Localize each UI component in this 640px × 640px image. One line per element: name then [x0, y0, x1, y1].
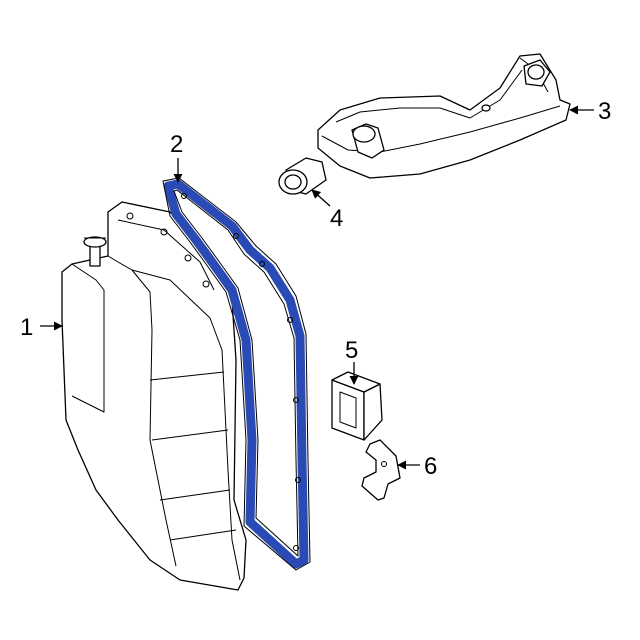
oil-pan[interactable]: [61, 201, 247, 591]
filter-seal[interactable]: [278, 157, 327, 195]
transmission-filter[interactable]: [317, 53, 571, 179]
bracket[interactable]: [331, 371, 383, 441]
callout-2: 2: [170, 131, 183, 158]
pan-gasket[interactable]: [162, 177, 311, 571]
callout-1: 1: [20, 314, 33, 341]
callout-6: 6: [424, 453, 437, 480]
callout-5: 5: [345, 337, 358, 364]
clip[interactable]: [361, 439, 401, 501]
leader-4: [311, 189, 331, 207]
callout-3: 3: [598, 98, 611, 125]
callout-4: 4: [330, 205, 343, 232]
